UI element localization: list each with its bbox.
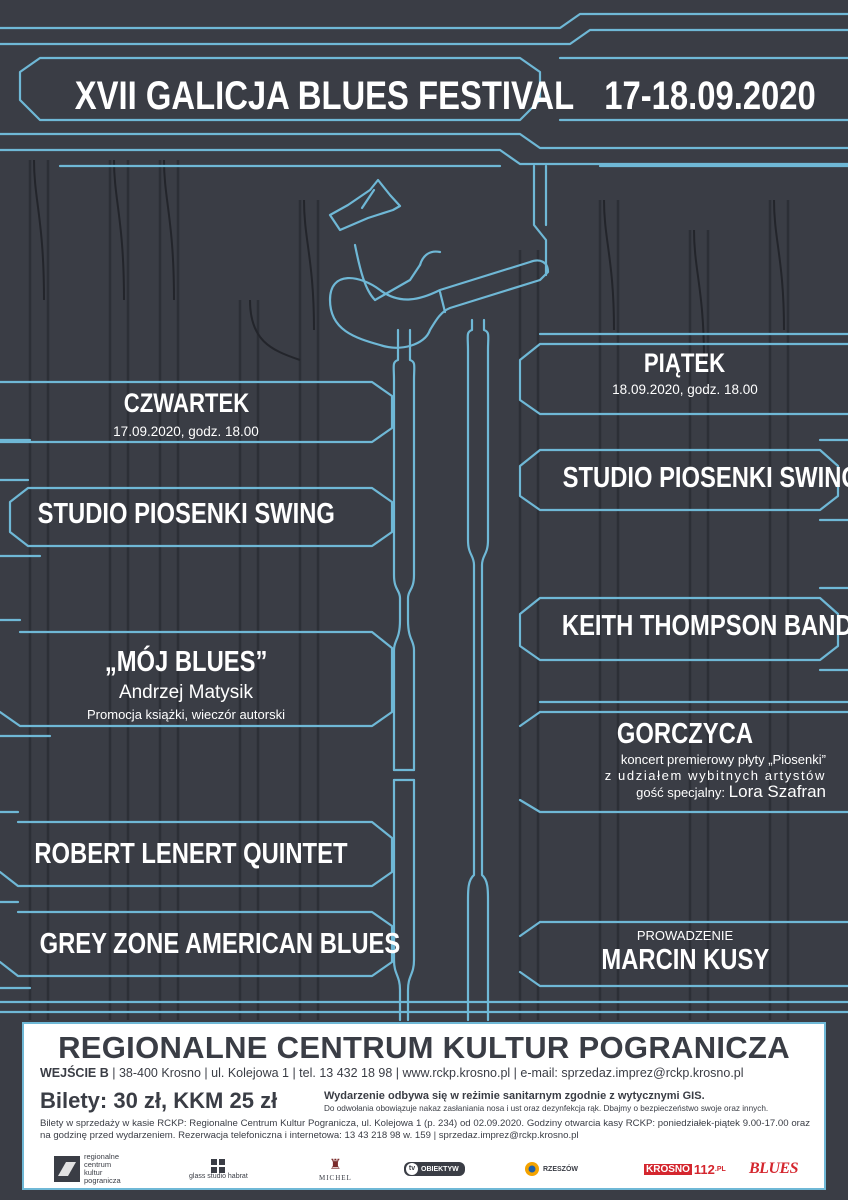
sanitary-note: Do odwołania obowiązuje nakaz zasłaniani… <box>324 1104 769 1113</box>
thursday-act-4: GREY ZONE AMERICAN BLUES <box>39 928 401 960</box>
friday-act-3-line2: z udziałem wybitnych artystów <box>604 768 826 783</box>
radio-circle-icon <box>525 1162 539 1176</box>
thursday-time: 17.09.2020, godz. 18.00 <box>113 424 259 439</box>
friday-act-3-line1: koncert premierowy płyty „Piosenki” <box>620 752 826 767</box>
friday-act-2: KEITH THOMPSON BAND <box>561 610 848 642</box>
tv-icon: tv <box>406 1163 418 1175</box>
guest-label: gość specjalny: <box>636 785 726 800</box>
thursday-heading: CZWARTEK <box>123 388 249 418</box>
thursday-act-1: STUDIO PIOSENKI SWING <box>37 498 335 530</box>
thursday-act-2-author: Andrzej Matysik <box>118 682 254 703</box>
thursday-act-2-note: Promocja książki, wieczór autorski <box>87 707 285 722</box>
address-line: WEJŚCIE B | 38-400 Krosno | ul. Kolejowa… <box>40 1066 744 1080</box>
blues-logo: BLUES <box>749 1160 799 1177</box>
entrance: WEJŚCIE B <box>40 1066 109 1080</box>
host-label: PROWADZENIE <box>636 928 734 943</box>
thursday-act-2: „MÓJ BLUES” <box>104 646 268 678</box>
friday-act-3-guest: gość specjalny: Lora Szafran <box>560 782 826 801</box>
friday-heading: PIĄTEK <box>644 348 726 378</box>
friday-act-3: GORCZYCA <box>616 718 754 750</box>
rckp-logo: regionalne centrum kultur pogranicza <box>54 1150 128 1188</box>
glass-studio-logo: glass studio habrat <box>189 1150 248 1188</box>
guest-name: Lora Szafran <box>728 782 826 801</box>
rckp-mark-icon <box>54 1156 80 1182</box>
tv-obiektyw-logo: tv OBIEKTYW <box>404 1150 465 1188</box>
friday-act-3-details: koncert premierowy płyty „Piosenki” z ud… <box>560 752 826 801</box>
festival-title: XVII GALICJA BLUES FESTIVAL <box>74 74 575 118</box>
friday-time: 18.09.2020, godz. 18.00 <box>612 382 758 397</box>
festival-dates: 17-18.09.2020 <box>604 74 816 118</box>
thursday-act-3: ROBERT LENERT QUINTET <box>34 838 348 870</box>
contact-details: | 38-400 Krosno | ul. Kolejowa 1 | tel. … <box>108 1066 744 1080</box>
organizer-name: REGIONALNE CENTRUM KULTUR POGRANICZA <box>58 1030 790 1065</box>
glass-grid-icon <box>211 1158 226 1173</box>
info-panel: REGIONALNE CENTRUM KULTUR POGRANICZA WEJ… <box>22 1022 826 1190</box>
box-office-info: Bilety w sprzedaży w kasie RCKP: Regiona… <box>40 1118 810 1141</box>
michel-crest-icon: ♜ <box>329 1157 342 1173</box>
michel-logo: ♜ MICHEL <box>319 1157 352 1182</box>
krosno112-logo: KROSNO 112 .PL <box>644 1161 726 1177</box>
sponsor-logos: regionalne centrum kultur pogranicza gla… <box>34 1150 818 1188</box>
sanitary-notice: Wydarzenie odbywa się w reżimie sanitarn… <box>324 1090 705 1102</box>
friday-act-1: STUDIO PIOSENKI SWING <box>562 462 848 494</box>
ticket-prices: Bilety: 30 zł, KKM 25 zł <box>40 1088 278 1113</box>
host-name: MARCIN KUSY <box>601 944 769 976</box>
radio-rzeszow-logo: RZESZÓW <box>524 1150 578 1188</box>
